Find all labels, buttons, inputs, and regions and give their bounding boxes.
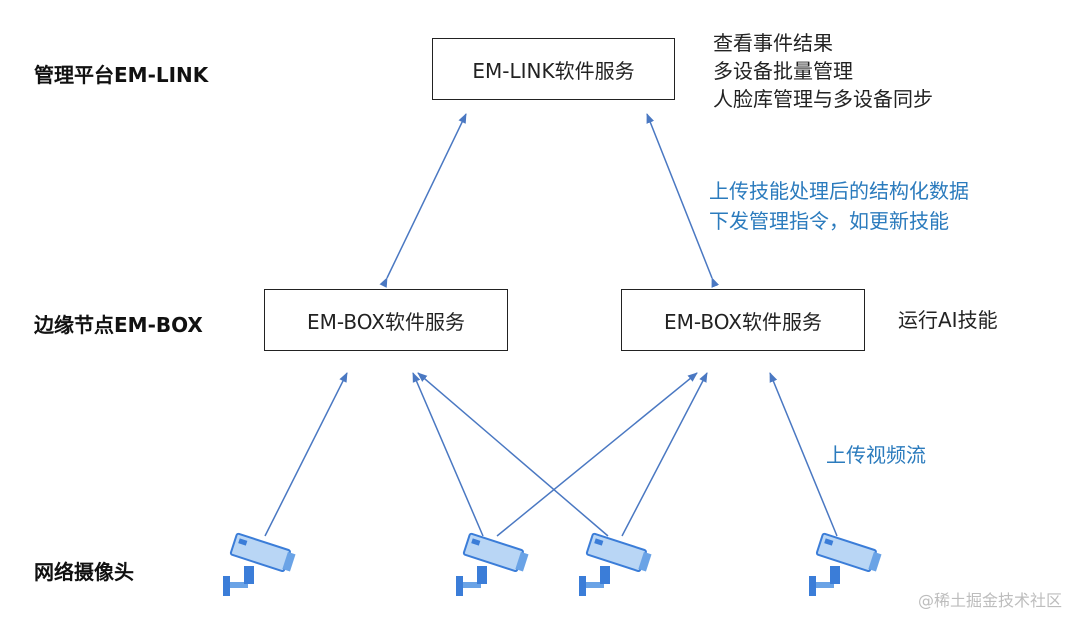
cctv-camera-icon <box>456 532 529 596</box>
tier-label-edge: 边缘节点EM-BOX <box>34 313 203 337</box>
camera3-to-right-box-arrow <box>621 372 708 537</box>
tier-label-cameras: 网络摄像头 <box>34 560 134 584</box>
em-box-left-service-box: EM-BOX软件服务 <box>264 289 508 351</box>
camera1-to-left-box-arrow <box>264 372 348 537</box>
em-link-service-box: EM-LINK软件服务 <box>432 38 675 100</box>
platform-feature-1: 查看事件结果 <box>713 31 833 55</box>
cctv-camera-icon <box>809 532 882 596</box>
camera4-to-right-box-arrow <box>769 372 838 537</box>
platform-features-note: 查看事件结果 多设备批量管理 人脸库管理与多设备同步 <box>713 29 933 113</box>
link-communication-note: 上传技能处理后的结构化数据 下发管理指令，如更新技能 <box>709 176 969 236</box>
em-box-right-service-box: EM-BOX软件服务 <box>621 289 865 351</box>
camera3-to-left-box-arrow <box>417 372 609 537</box>
camera2-to-left-box-arrow <box>412 372 484 537</box>
run-ai-note: 运行AI技能 <box>898 308 998 332</box>
tier-label-platform: 管理平台EM-LINK <box>34 63 209 87</box>
camera2-to-right-box-arrow <box>496 372 698 537</box>
platform-feature-3: 人脸库管理与多设备同步 <box>713 87 933 111</box>
cctv-camera-icon <box>223 532 296 596</box>
platform-feature-2: 多设备批量管理 <box>713 59 853 83</box>
link-comm-download: 下发管理指令，如更新技能 <box>709 209 949 233</box>
cctv-camera-icon <box>579 532 652 596</box>
link-comm-upload: 上传技能处理后的结构化数据 <box>709 179 969 203</box>
link-to-left-box-arrow <box>379 113 467 288</box>
watermark: @稀土掘金技术社区 <box>917 591 1062 610</box>
upload-video-note: 上传视频流 <box>826 443 926 467</box>
link-to-right-box-arrow <box>646 113 720 288</box>
